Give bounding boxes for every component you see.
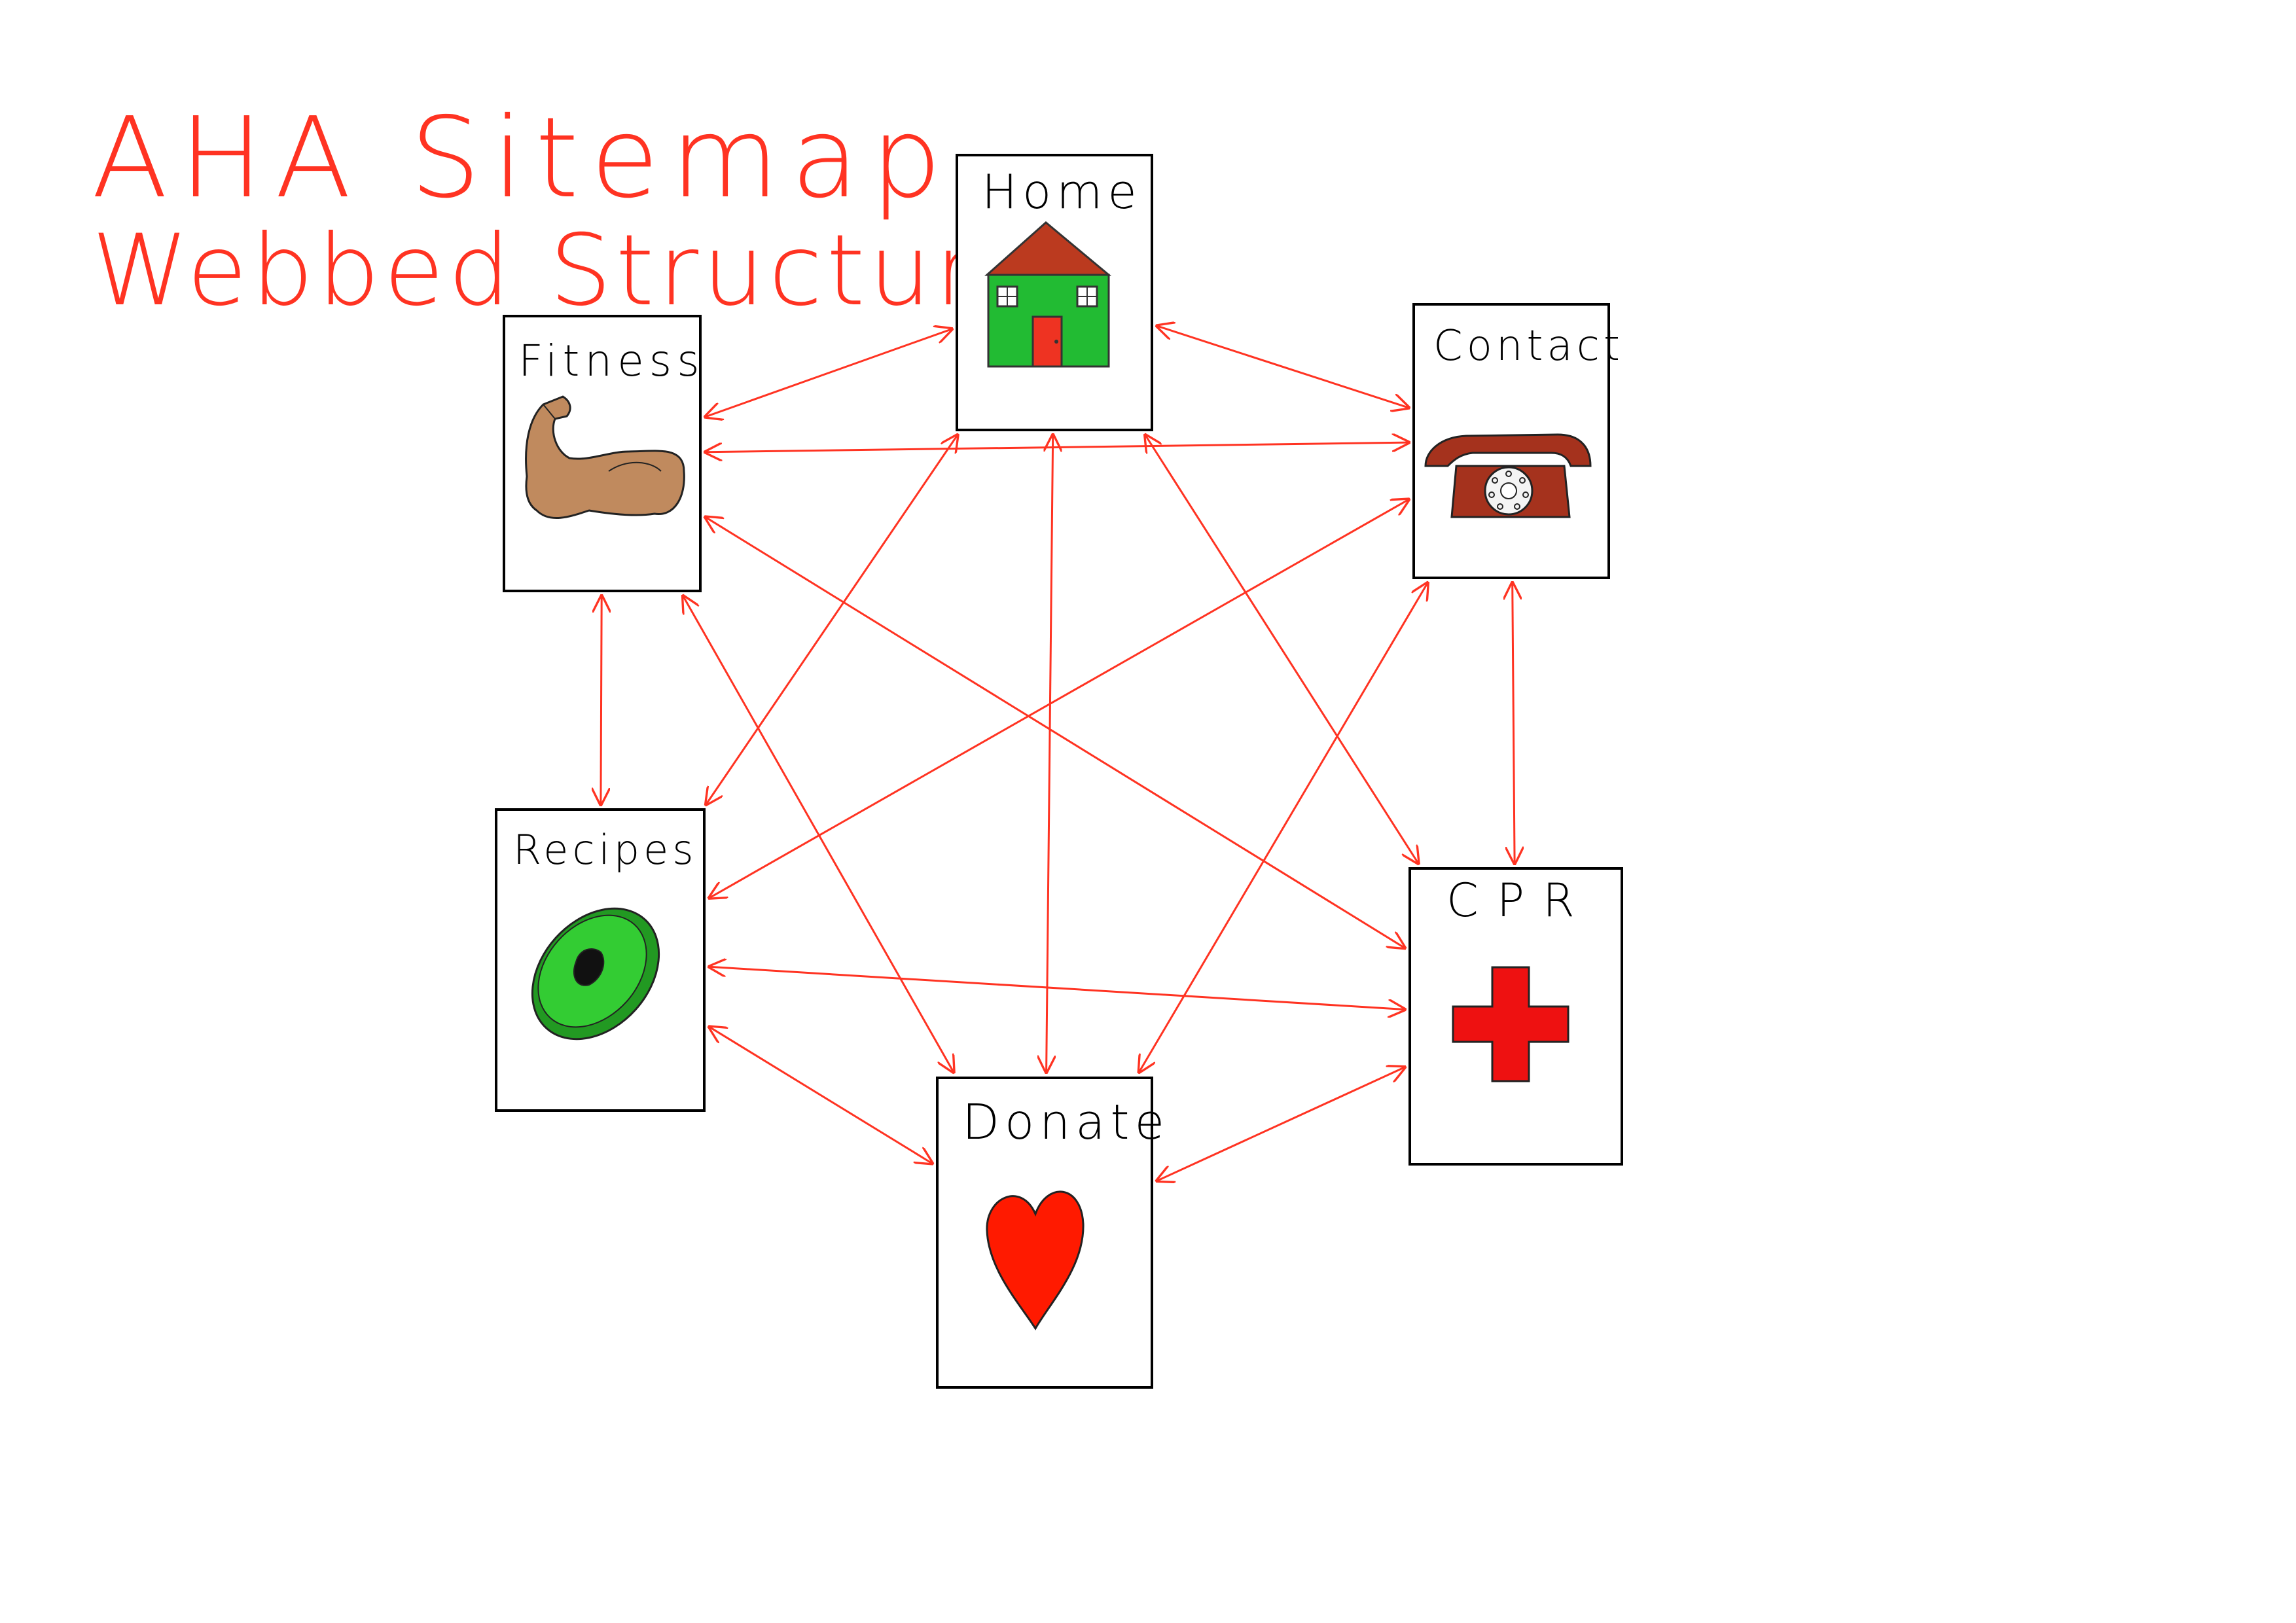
link-fitness-contact <box>706 442 1408 452</box>
house-icon <box>984 221 1112 368</box>
link-home-contact <box>1157 326 1408 408</box>
flexed-arm-icon <box>525 395 685 520</box>
node-donate-label: Donate <box>962 1094 1170 1150</box>
avocado-icon <box>531 907 660 1041</box>
node-donate[interactable]: Donate <box>936 1077 1170 1389</box>
heart-icon <box>986 1190 1085 1330</box>
link-fitness-donate <box>683 596 954 1072</box>
link-contact-donate <box>1139 583 1428 1072</box>
link-contact-cpr <box>1513 583 1515 863</box>
diagram-title-line2: Webbed Structure <box>92 214 1041 328</box>
medical-cross-icon <box>1452 966 1570 1082</box>
node-recipes-label: Recipes <box>513 826 698 874</box>
node-fitness-label: Fitness <box>518 336 705 386</box>
node-home[interactable]: Home <box>956 154 1153 431</box>
links-layer <box>601 326 1515 1181</box>
link-contact-recipes <box>709 499 1408 898</box>
link-home-donate <box>1047 435 1053 1072</box>
link-recipes-cpr <box>709 967 1405 1009</box>
node-recipes[interactable]: Recipes <box>495 808 706 1112</box>
node-fitness[interactable]: Fitness <box>503 315 705 592</box>
diagram-title-line1: AHA Sitemap <box>92 94 954 223</box>
node-contact-label: Contact <box>1433 322 1624 370</box>
link-home-cpr <box>1145 435 1418 863</box>
telephone-icon <box>1424 433 1592 518</box>
node-cpr[interactable]: CPR <box>1408 867 1623 1166</box>
link-recipes-donate <box>709 1027 932 1163</box>
link-fitness-cpr <box>706 517 1405 948</box>
node-cpr-label: CPR <box>1446 874 1593 927</box>
node-home-label: Home <box>982 164 1142 219</box>
link-home-fitness <box>706 329 952 417</box>
link-home-recipes <box>706 435 958 804</box>
node-contact[interactable]: Contact <box>1412 303 1624 579</box>
link-cpr-donate <box>1157 1067 1405 1181</box>
